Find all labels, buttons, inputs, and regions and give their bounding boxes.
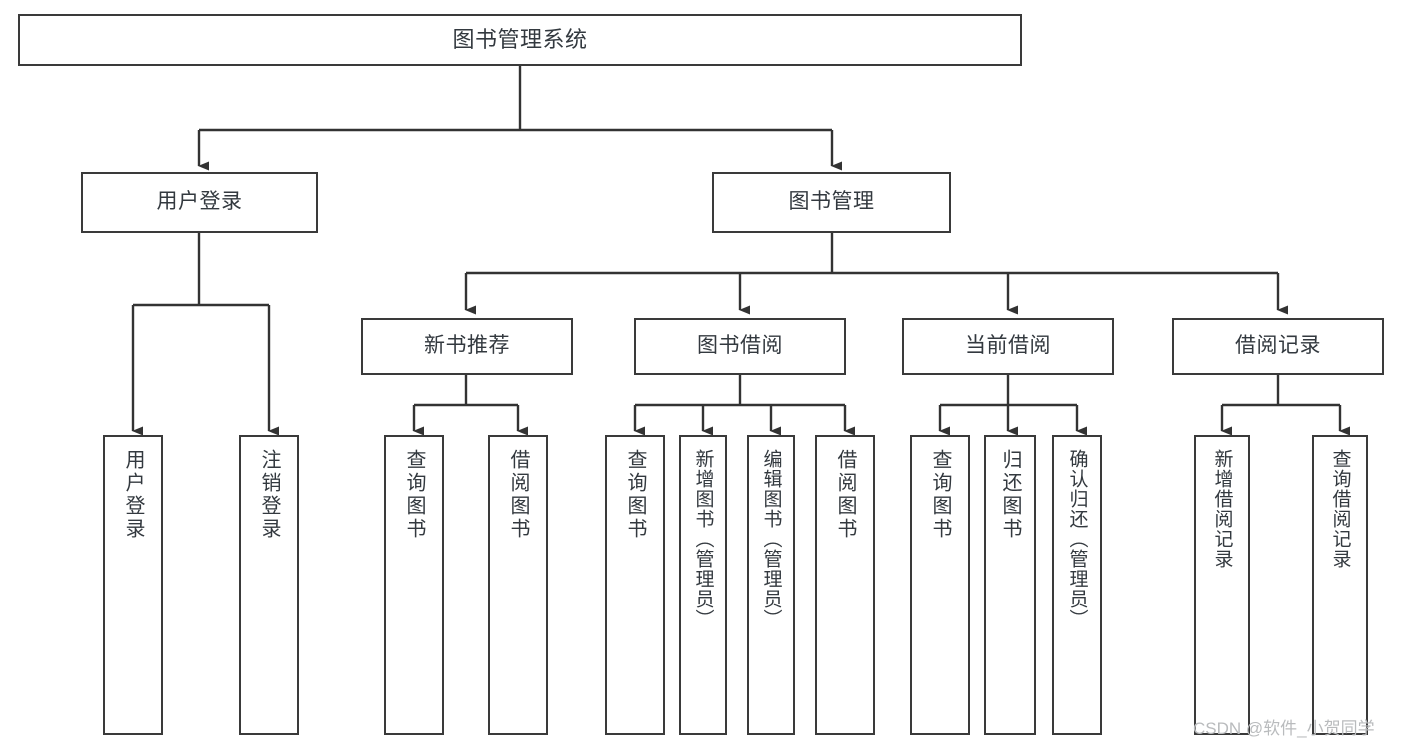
node-label: 新增图书（管理员） <box>692 449 714 629</box>
node-book-borrow[interactable]: 图书借阅 <box>634 318 846 375</box>
node-leaf-user-login-logout[interactable]: 注销登录 <box>239 435 299 735</box>
node-book-management[interactable]: 图书管理 <box>712 172 951 233</box>
node-label: 图书管理 <box>788 190 875 214</box>
node-leaf-borrow-add-book-admin[interactable]: 新增图书（管理员） <box>679 435 727 735</box>
node-leaf-current-query-book[interactable]: 查询图书 <box>910 435 970 735</box>
node-leaf-current-confirm-return-admin[interactable]: 确认归还（管理员） <box>1052 435 1102 735</box>
node-leaf-borrow-edit-book-admin[interactable]: 编辑图书（管理员） <box>747 435 795 735</box>
node-root-book-management-system[interactable]: 图书管理系统 <box>18 14 1022 66</box>
node-label: 注销登录 <box>258 449 280 541</box>
csdn-watermark: CSDN @软件_小贺同学 <box>1193 719 1375 738</box>
node-borrow-record[interactable]: 借阅记录 <box>1172 318 1384 375</box>
node-leaf-borrow-query-book[interactable]: 查询图书 <box>605 435 665 735</box>
node-leaf-record-add-record[interactable]: 新增借阅记录 <box>1194 435 1250 735</box>
node-user-login[interactable]: 用户登录 <box>81 172 318 233</box>
node-label: 借阅图书 <box>834 449 856 541</box>
node-label: 用户登录 <box>122 449 144 541</box>
node-leaf-borrow-borrow-book[interactable]: 借阅图书 <box>815 435 875 735</box>
node-label: 借阅记录 <box>1235 334 1321 358</box>
node-label: 确认归还（管理员） <box>1066 449 1088 629</box>
node-new-book-recommend[interactable]: 新书推荐 <box>361 318 573 375</box>
node-label: 查询图书 <box>403 449 425 541</box>
node-label: 当前借阅 <box>965 334 1051 358</box>
node-label: 图书管理系统 <box>452 27 588 53</box>
node-label: 图书借阅 <box>697 334 783 358</box>
node-leaf-recommend-query-book[interactable]: 查询图书 <box>384 435 444 735</box>
node-label: 新增借阅记录 <box>1211 449 1233 569</box>
node-label: 查询借阅记录 <box>1329 449 1351 569</box>
node-label: 新书推荐 <box>424 334 510 358</box>
node-leaf-current-return-book[interactable]: 归还图书 <box>984 435 1036 735</box>
node-label: 归还图书 <box>999 449 1021 541</box>
node-leaf-recommend-borrow-book[interactable]: 借阅图书 <box>488 435 548 735</box>
node-leaf-record-query-record[interactable]: 查询借阅记录 <box>1312 435 1368 735</box>
node-leaf-user-login-login[interactable]: 用户登录 <box>103 435 163 735</box>
node-label: 借阅图书 <box>507 449 529 541</box>
node-label: 查询图书 <box>624 449 646 541</box>
node-current-borrow[interactable]: 当前借阅 <box>902 318 1114 375</box>
node-label: 查询图书 <box>929 449 951 541</box>
node-label: 用户登录 <box>156 190 243 214</box>
node-label: 编辑图书（管理员） <box>760 449 782 629</box>
